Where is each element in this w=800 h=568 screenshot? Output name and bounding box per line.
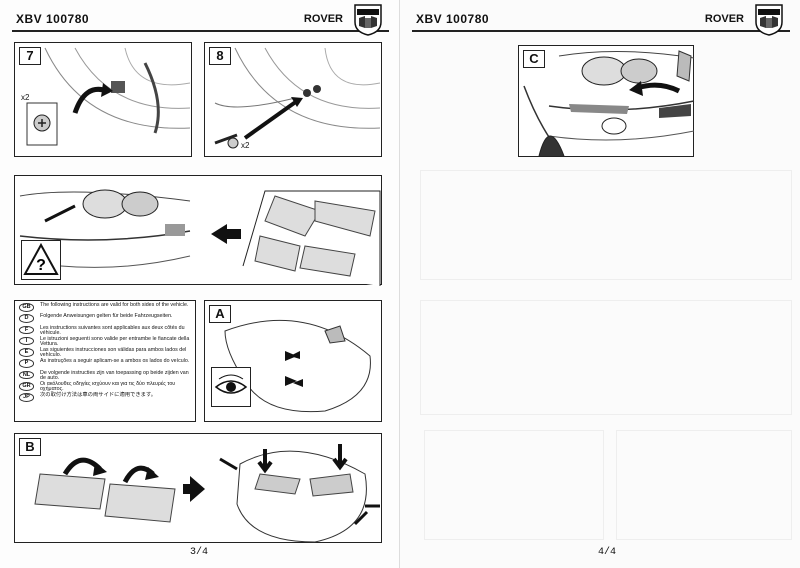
step-b-label: B <box>19 438 41 456</box>
note-row: P As instruções a seguir aplicam-se a amb… <box>15 359 195 368</box>
document-code: XBV 100780 <box>16 12 90 26</box>
brand-name: ROVER <box>704 13 744 25</box>
step-a-panel: A <box>204 300 382 422</box>
step-a-illustration <box>224 319 371 413</box>
note-row: D Folgende Anweisungen gelten für beide F… <box>15 314 195 323</box>
bumper-tape-illustration <box>19 189 381 286</box>
note-text: Las siguientes instrucciones son válidas… <box>40 347 187 359</box>
svg-text:?: ? <box>36 257 46 274</box>
note-text: Les instructions suivantes sont applicab… <box>40 324 185 336</box>
bleed-through-area <box>420 170 792 280</box>
language-code-badge: P <box>19 359 34 368</box>
step-7-illustration <box>26 47 191 146</box>
language-code-badge: D <box>19 314 34 323</box>
multilingual-notes: GB The following instructions are valid f… <box>14 300 196 422</box>
warning-panel: ? <box>14 175 382 286</box>
arrow-left-icon <box>211 224 227 244</box>
warning-icon: ? <box>21 240 61 280</box>
step-c-illustration <box>523 50 695 157</box>
page-number: 4/4 <box>598 547 617 558</box>
language-code-badge: GB <box>19 303 34 312</box>
note-text: De volgende instructies zijn van toepass… <box>40 369 189 381</box>
note-text: As instruções a seguir aplicam-se a ambo… <box>40 358 190 365</box>
bleed-through-area <box>420 300 792 415</box>
note-text: Οι ακόλουθες οδηγίες ισχύουν και για τις… <box>40 381 176 393</box>
rover-logo-icon <box>354 4 382 36</box>
step-7-panel: 7 x2 <box>14 42 192 157</box>
note-text: Le istruzioni seguenti sono valide per e… <box>40 335 190 347</box>
language-code-badge: F <box>19 325 34 335</box>
step-b-illustration <box>34 444 380 543</box>
step-7-label: 7 <box>19 47 41 65</box>
bleed-through-area <box>424 430 604 540</box>
note-row: I Le istruzioni seguenti sono valide per … <box>15 335 195 347</box>
language-code-badge: I <box>19 336 34 346</box>
note-text: Folgende Anweisungen gelten für beide Fa… <box>40 313 173 320</box>
note-text: The following instructions are valid for… <box>40 302 189 308</box>
step-c-panel: C <box>518 45 695 157</box>
arrow-right-icon <box>190 476 205 502</box>
page-header: XBV 100780 ROVER <box>12 4 389 36</box>
language-code-badge: JP <box>19 393 34 402</box>
note-row: E Las siguientes instrucciones son válida… <box>15 347 195 359</box>
note-row: GR Οι ακόλουθες οδηγίες ισχύουν και για τ… <box>15 381 195 393</box>
document-code: XBV 100780 <box>416 12 490 26</box>
note-row: JP 次の取付け方法は車の両サイドに適用できます。 <box>15 393 195 402</box>
bleed-through-area <box>616 430 792 540</box>
eye-icon <box>211 367 251 407</box>
brand-name: ROVER <box>303 13 343 25</box>
step-8-panel: 8 x2 <box>204 42 382 157</box>
step-8-quantity: x2 <box>241 141 250 150</box>
note-row: GB The following instructions are valid f… <box>15 302 195 312</box>
page-header: XBV 100780 ROVER <box>412 4 790 36</box>
step-7-quantity: x2 <box>21 93 30 102</box>
step-8-illustration <box>214 47 381 149</box>
language-code-badge: NL <box>19 370 34 380</box>
note-text: 次の取付け方法は車の両サイドに適用できます。 <box>40 392 157 399</box>
language-code-badge: E <box>19 348 34 357</box>
page-number: 3/4 <box>190 547 209 558</box>
right-page: XBV 100780 ROVER C <box>400 0 800 568</box>
step-8-label: 8 <box>209 47 231 65</box>
note-row: NL De volgende instructies zijn van toepa… <box>15 369 195 381</box>
step-c-label: C <box>523 50 545 68</box>
rover-logo-icon <box>755 4 783 36</box>
note-row: F Les instructions suivantes sont applica… <box>15 324 195 336</box>
step-b-panel: B <box>14 433 382 543</box>
language-code-badge: GR <box>19 382 34 391</box>
step-a-label: A <box>209 305 231 323</box>
left-page: XBV 100780 ROVER 7 x2 8 <box>12 0 400 568</box>
